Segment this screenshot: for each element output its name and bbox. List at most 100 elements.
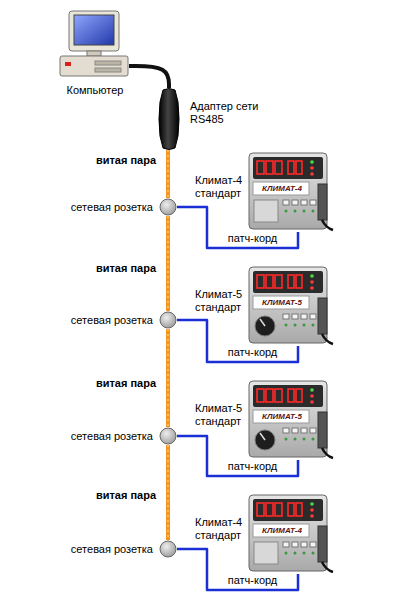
label-plate	[254, 200, 278, 222]
power-cord	[322, 448, 333, 458]
computer-icon	[59, 10, 131, 80]
socket-icon	[159, 427, 177, 445]
status-led	[285, 210, 288, 213]
socket-icon	[159, 198, 177, 216]
status-led	[312, 210, 315, 213]
display-digit	[296, 389, 302, 402]
status-led	[312, 552, 315, 555]
device-housing	[249, 495, 327, 571]
button	[301, 314, 307, 319]
logo-band	[253, 524, 309, 537]
indicator-led	[310, 514, 314, 518]
cable-label: витая пара	[94, 262, 158, 275]
indicator-led	[310, 400, 314, 404]
logo-band	[253, 182, 309, 195]
twist-texture	[167, 216, 169, 311]
button	[283, 428, 289, 433]
button	[292, 200, 298, 205]
display-digit	[296, 503, 302, 516]
device-housing	[249, 153, 327, 229]
display-digit	[288, 389, 294, 402]
indicator-led	[310, 274, 314, 278]
socket-node: сетевая розетка	[71, 198, 177, 216]
terminal-block	[318, 298, 327, 334]
twist-texture	[167, 329, 169, 427]
terminal-block	[318, 526, 327, 562]
node-label: сетевая розетка	[71, 201, 153, 214]
display-digit	[257, 503, 264, 516]
status-led	[294, 324, 297, 327]
node-label: Компьютер	[55, 84, 135, 97]
button	[310, 428, 316, 433]
display-digit	[257, 161, 264, 174]
regulator-knob	[255, 430, 275, 450]
display-digit	[275, 161, 282, 174]
display-digit	[266, 161, 273, 174]
logo-band	[253, 410, 309, 423]
node-label: сетевая розетка	[71, 314, 153, 327]
indicator-led	[310, 160, 314, 164]
node-label: сетевая розетка	[71, 430, 153, 443]
device-node: Климат-5 стандартКЛИМАТ-5	[192, 378, 342, 460]
monitor-screen	[74, 15, 114, 45]
adapter-body	[159, 89, 179, 150]
twisted-pair	[166, 216, 170, 311]
socket-circle	[160, 312, 176, 328]
button	[310, 314, 316, 319]
display-digit	[275, 389, 282, 402]
display-digit	[288, 503, 294, 516]
button	[283, 542, 289, 547]
button	[283, 314, 289, 319]
socket-node: сетевая розетка	[71, 540, 177, 558]
adapter-node: Адаптер сети RS485	[157, 88, 277, 150]
cord-label: патч-корд	[226, 460, 280, 473]
status-led	[294, 210, 297, 213]
status-led	[285, 552, 288, 555]
button	[301, 428, 307, 433]
indicator-led	[310, 508, 314, 512]
display-digit	[275, 275, 282, 288]
button	[292, 542, 298, 547]
logo-band	[253, 296, 309, 309]
status-led	[285, 438, 288, 441]
device-name: Климат-5 стандарт	[195, 402, 251, 428]
node-label: Адаптер сети RS485	[190, 100, 272, 126]
button	[310, 542, 316, 547]
display-digit	[257, 275, 264, 288]
power-cord	[322, 562, 333, 572]
display-digit	[266, 503, 273, 516]
terminal-block	[318, 412, 327, 448]
socket-circle	[160, 199, 176, 215]
status-led	[312, 438, 315, 441]
display-digit	[257, 389, 264, 402]
status-led	[294, 438, 297, 441]
power-cord	[322, 220, 333, 230]
button	[301, 542, 307, 547]
display-digit	[288, 275, 294, 288]
display-digit	[296, 275, 302, 288]
cable-label: витая пара	[94, 154, 158, 167]
button	[292, 428, 298, 433]
label-plate	[254, 542, 278, 564]
node-label: сетевая розетка	[71, 543, 153, 556]
terminal-block	[318, 184, 327, 220]
device-housing	[249, 381, 327, 457]
display-digit	[288, 161, 294, 174]
device-logo: КЛИМАТ-5	[255, 297, 309, 308]
monitor-stand	[87, 51, 101, 56]
status-led	[285, 324, 288, 327]
cable-label: витая пара	[94, 377, 158, 390]
status-led	[303, 324, 306, 327]
twisted-pair	[166, 150, 170, 198]
device-name: Климат-5 стандарт	[195, 288, 251, 314]
status-led	[303, 438, 306, 441]
indicator-led	[310, 394, 314, 398]
socket-circle	[160, 541, 176, 557]
status-led	[312, 324, 315, 327]
display-panel	[253, 499, 323, 521]
twist-texture	[167, 150, 169, 198]
device-node: Климат-4 стандартКЛИМАТ-4	[192, 492, 342, 574]
display-digit	[266, 389, 273, 402]
twist-texture	[167, 445, 169, 540]
